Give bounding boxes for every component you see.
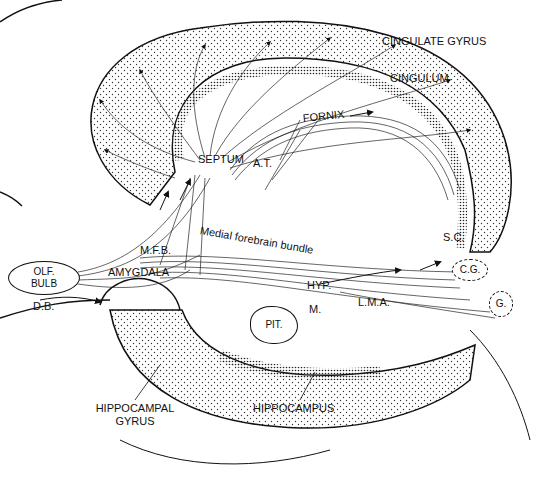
structure-label: M. — [309, 303, 321, 316]
anatomy-region: G. — [489, 291, 513, 317]
structure-label: AMYGDALA — [108, 266, 169, 279]
structure-label: SEPTUM — [198, 153, 244, 166]
structure-label: D.B. — [33, 300, 54, 313]
structure-label: S.C. — [443, 231, 464, 244]
region-label: C.G. — [460, 264, 481, 276]
structure-label: HIPPOCAMPUS — [253, 402, 334, 415]
structure-label: A.T. — [253, 157, 272, 170]
structure-label: HIPPOCAMPAL GYRUS — [80, 402, 190, 428]
anatomy-region: C.G. — [452, 259, 488, 281]
region-label: OLF. BULB — [27, 266, 61, 290]
region-label: PIT. — [265, 319, 282, 331]
structure-label: CINGULATE GYRUS — [382, 35, 486, 48]
structure-label: M.F.B. — [140, 244, 171, 257]
structure-label: HYP. — [307, 279, 331, 292]
anatomy-region: PIT. — [250, 306, 298, 344]
structure-label: CINGULUM — [390, 72, 449, 85]
structure-label: L.M.A. — [358, 296, 390, 309]
structure-label: Medial forebrain bundle — [199, 224, 314, 257]
anatomy-region: OLF. BULB — [8, 261, 80, 295]
region-label: G. — [496, 298, 507, 310]
